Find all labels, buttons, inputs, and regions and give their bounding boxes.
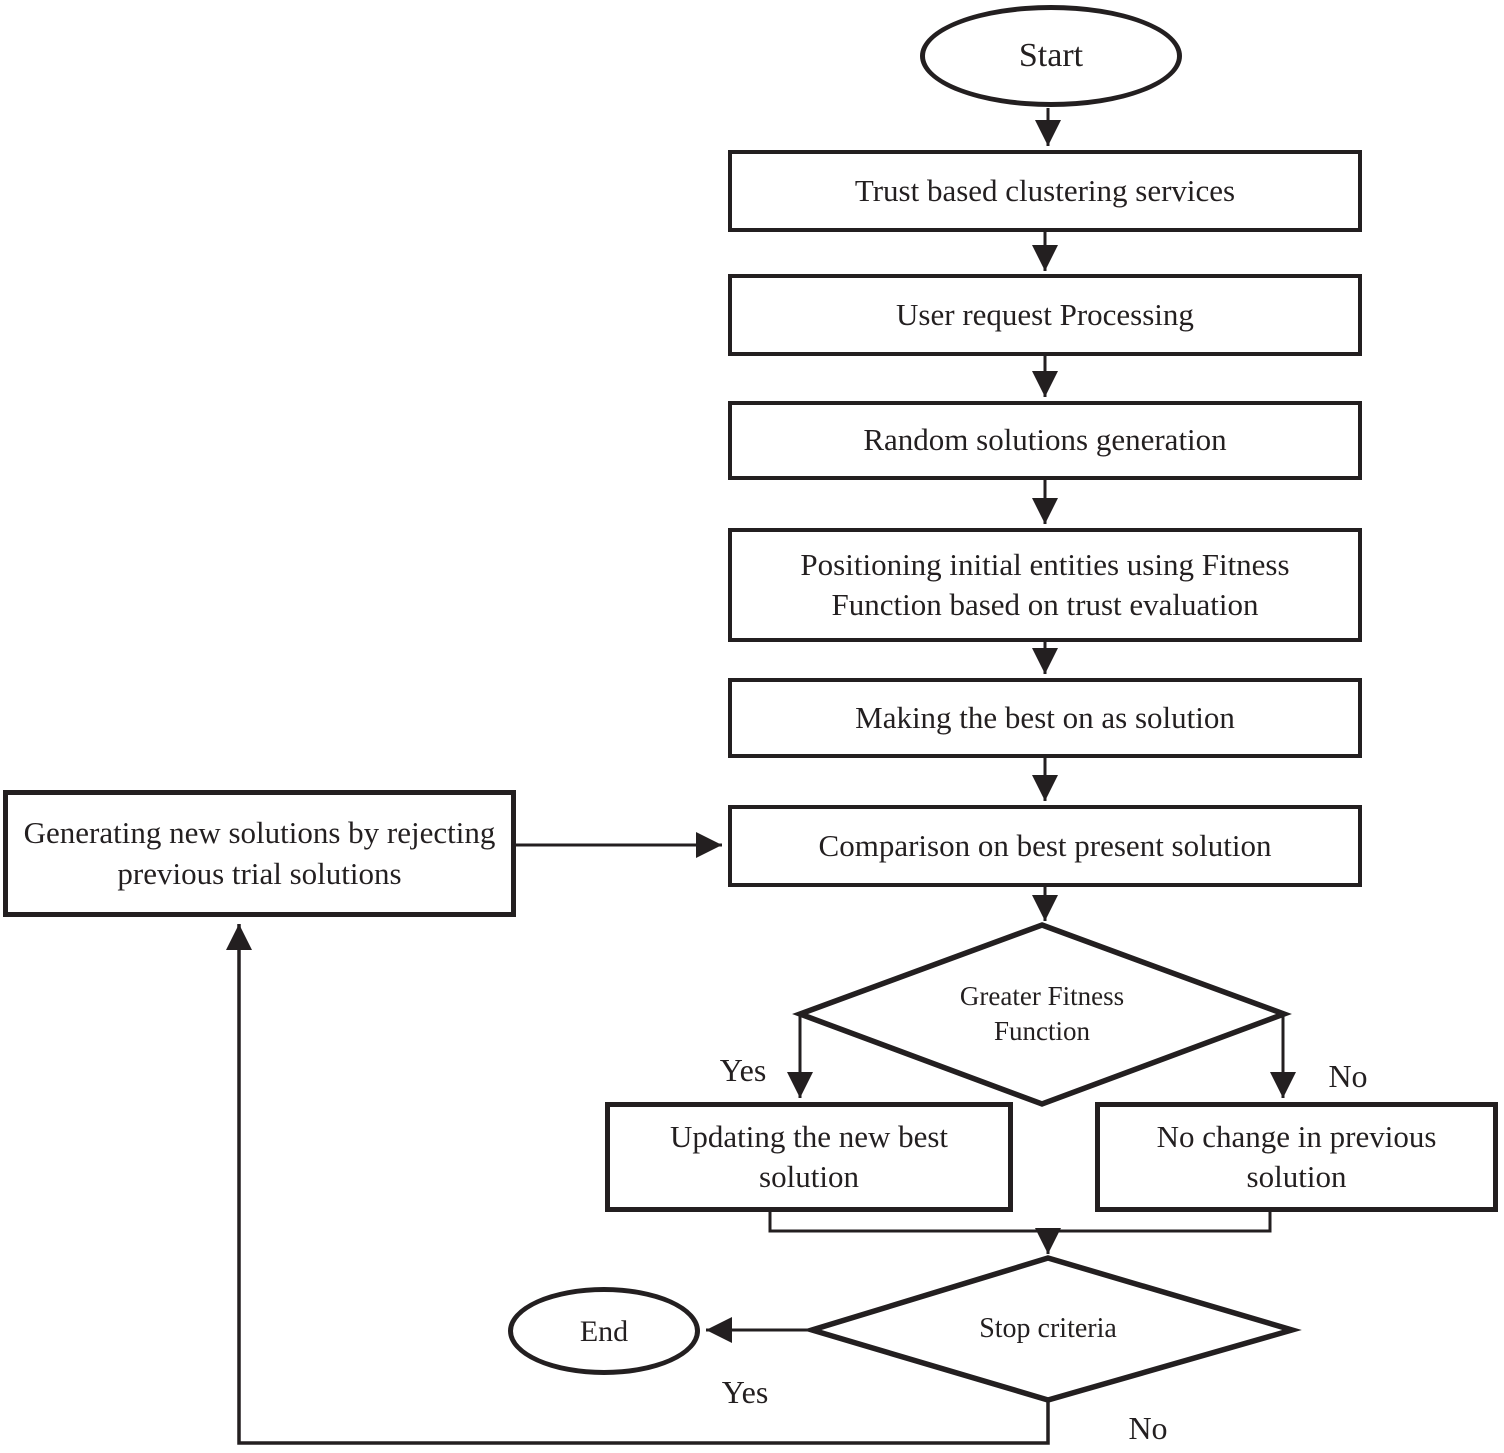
- start-node: Start: [920, 5, 1182, 107]
- edge-stop-no-feedback-loop: [226, 924, 1050, 1445]
- generating-new-label: Generating new solutions by rejecting pr…: [23, 815, 496, 891]
- user-request-label: User request Processing: [896, 296, 1194, 332]
- trust-clustering-label: Trust based clustering services: [854, 172, 1236, 208]
- updating-best-label: Updating the new best solution: [669, 1118, 949, 1194]
- positioning-label: Positioning initial entities using Fitne…: [800, 546, 1290, 622]
- comparison-node: Comparison on best present solution: [728, 805, 1362, 887]
- generating-new-node: Generating new solutions by rejecting pr…: [3, 790, 516, 917]
- making-best-node: Making the best on as solution: [728, 678, 1362, 758]
- stop-criteria-diamond: [802, 1255, 1302, 1403]
- comparison-label: Comparison on best present solution: [818, 827, 1272, 863]
- random-solutions-label: Random solutions generation: [863, 422, 1227, 458]
- user-request-node: User request Processing: [728, 274, 1362, 356]
- random-solutions-node: Random solutions generation: [728, 401, 1362, 480]
- stop-yes-label: Yes: [721, 1374, 769, 1410]
- updating-best-node: Updating the new best solution: [605, 1102, 1013, 1212]
- trust-clustering-node: Trust based clustering services: [728, 150, 1362, 232]
- fitness-yes-label: Yes: [719, 1052, 767, 1088]
- stop-criteria-label: Stop criteria: [979, 1312, 1117, 1344]
- no-change-label: No change in previous solution: [1156, 1118, 1437, 1194]
- making-best-label: Making the best on as solution: [855, 699, 1235, 735]
- positioning-node: Positioning initial entities using Fitne…: [728, 528, 1362, 642]
- end-label: End: [579, 1314, 629, 1348]
- greater-fitness-diamond: [792, 922, 1292, 1107]
- edge-results-join: [768, 1212, 1272, 1233]
- fitness-no-label: No: [1328, 1058, 1368, 1094]
- start-label: Start: [1018, 36, 1084, 74]
- stop-no-label: No: [1128, 1410, 1168, 1446]
- greater-fitness-label: Greater Fitness Function: [959, 980, 1125, 1046]
- end-node: End: [508, 1287, 700, 1375]
- no-change-node: No change in previous solution: [1095, 1102, 1498, 1212]
